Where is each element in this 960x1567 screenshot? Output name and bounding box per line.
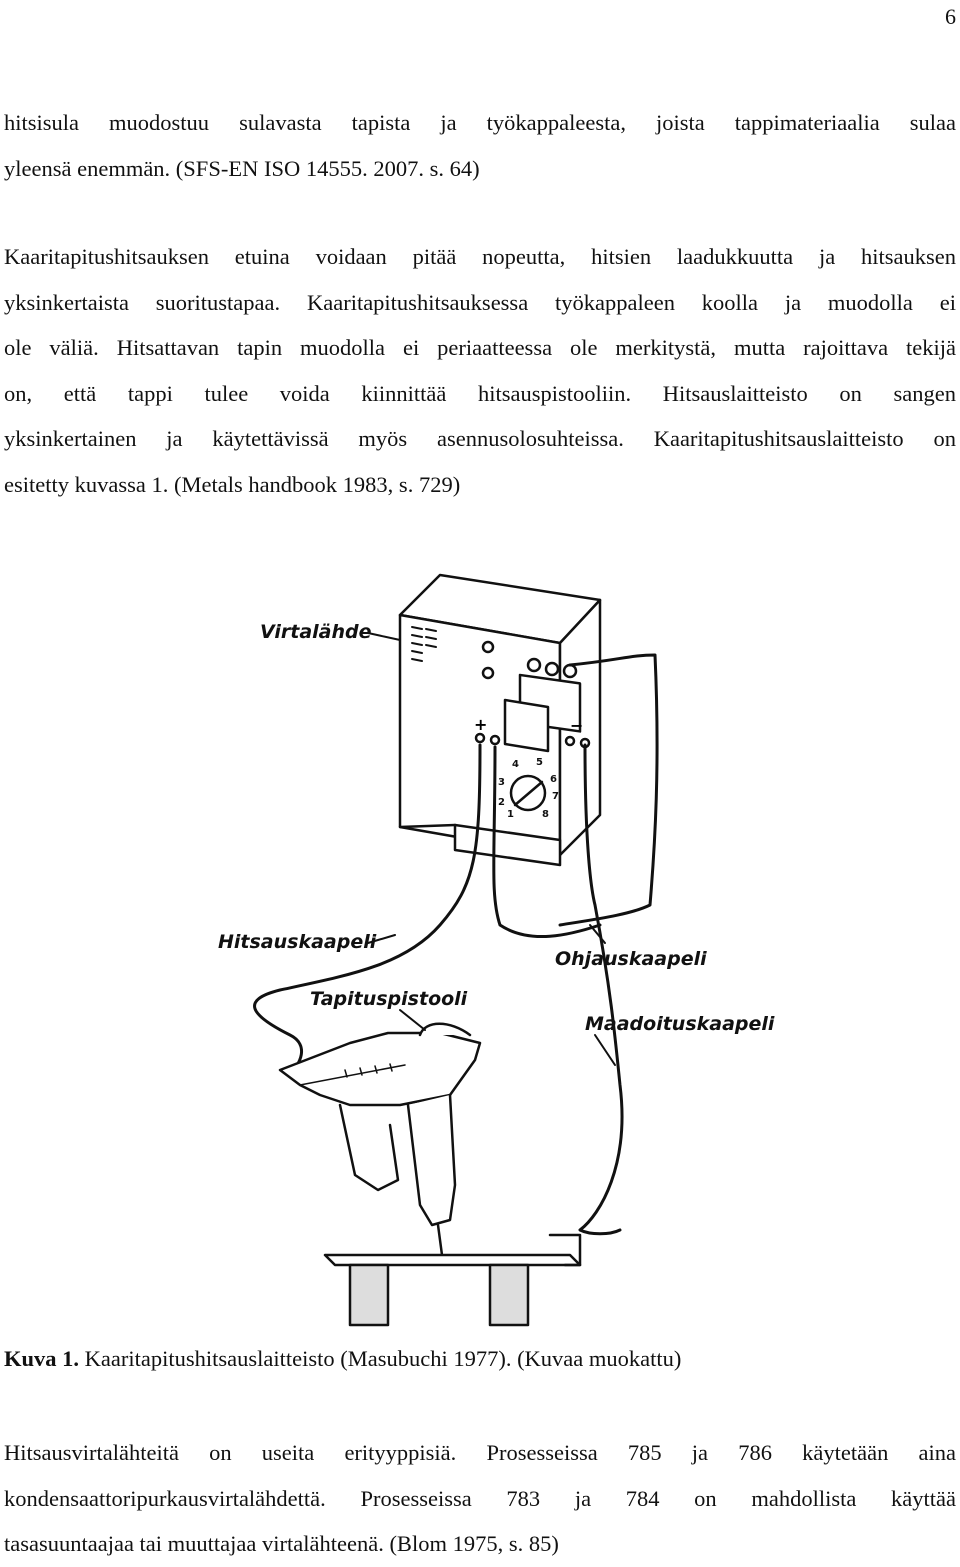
stud-welding-equipment-figure: Virtalähde Hitsauskaapeli Ohjauskaapeli … bbox=[218, 573, 775, 1327]
paragraph-2: Kaaritapitushitsauksen etuina voidaan pi… bbox=[4, 234, 956, 507]
label-arrows bbox=[367, 632, 616, 1066]
text-line: tasasuuntaajaa tai muuttajaa virtalähtee… bbox=[4, 1531, 559, 1556]
dial-number: 5 bbox=[536, 757, 543, 768]
dial-number: 3 bbox=[498, 777, 505, 788]
dial-number: 7 bbox=[552, 791, 559, 802]
dial-number: 2 bbox=[498, 797, 505, 808]
dial-number: 1 bbox=[507, 809, 514, 820]
cables bbox=[253, 653, 659, 1236]
workpiece-table bbox=[323, 1233, 582, 1327]
figure-caption: Kuva 1. Kaaritapitushitsauslaitteisto (M… bbox=[4, 1346, 681, 1372]
stud-gun bbox=[278, 1022, 482, 1257]
dial-number: 4 bbox=[512, 759, 519, 770]
text-line: on, että tappi tulee voida kiinnittää hi… bbox=[4, 380, 956, 406]
terminal-plus: + bbox=[474, 715, 487, 734]
dial-number: 6 bbox=[550, 774, 557, 785]
caption-text: Kaaritapitushitsauslaitteisto (Masubuchi… bbox=[79, 1346, 682, 1371]
text-line: ole väliä. Hitsattavan tapin muodolla ei… bbox=[4, 335, 956, 360]
dial-number: 8 bbox=[542, 809, 549, 820]
terminal-minus: − bbox=[570, 716, 583, 735]
text-line: kondensaattoripurkausvirtalähdettä. Pros… bbox=[4, 1485, 956, 1511]
label-virtalahde: Virtalähde bbox=[260, 621, 372, 643]
paragraph-3: Hitsausvirtalähteitä on useita erityyppi… bbox=[4, 1430, 956, 1567]
label-hitsauskaapeli: Hitsauskaapeli bbox=[218, 931, 377, 953]
text-line: Hitsausvirtalähteitä on useita erityyppi… bbox=[4, 1440, 956, 1465]
text-line: yleensä enemmän. (SFS-EN ISO 14555. 2007… bbox=[4, 155, 480, 181]
text-line: hitsisula muodostuu sulavasta tapista ja… bbox=[4, 110, 956, 135]
text-line: yksinkertainen ja käytettävissä myös ase… bbox=[4, 426, 956, 451]
text-line: esitetty kuvassa 1. (Metals handbook 198… bbox=[4, 471, 461, 497]
text-line: Kaaritapitushitsauksen etuina voidaan pi… bbox=[4, 244, 956, 269]
label-ohjauskaapeli: Ohjauskaapeli bbox=[555, 948, 707, 970]
label-maadoituskaapeli: Maadoituskaapeli bbox=[585, 1013, 775, 1035]
paragraph-1: hitsisula muodostuu sulavasta tapista ja… bbox=[4, 100, 956, 191]
text-line: yksinkertaista suoritustapaa. Kaaritapit… bbox=[4, 289, 956, 315]
label-tapituspistooli: Tapituspistooli bbox=[310, 988, 468, 1010]
page-number: 6 bbox=[945, 4, 956, 29]
caption-label: Kuva 1. bbox=[4, 1346, 80, 1371]
